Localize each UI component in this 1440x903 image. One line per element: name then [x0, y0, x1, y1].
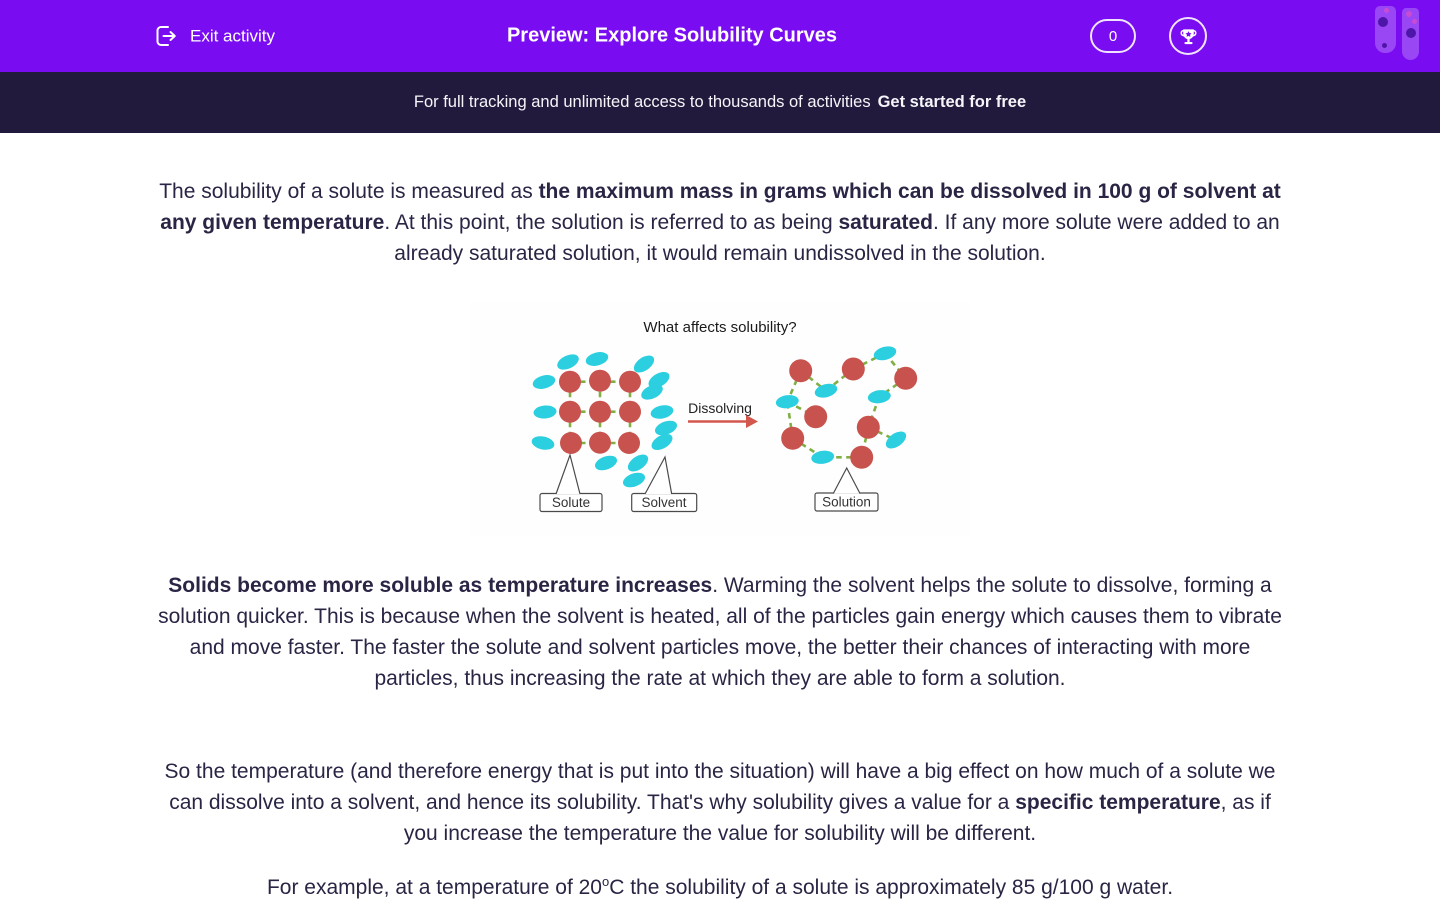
exit-icon — [152, 23, 179, 50]
dissolving-arrow: Dissolving — [688, 400, 758, 428]
solvent-label: Solvent — [641, 495, 686, 510]
solubility-diagram-image: What affects solubility? Dissolving — [470, 303, 970, 535]
score-count: 0 — [1108, 27, 1118, 45]
bubble-dot — [1412, 19, 1417, 24]
bubble-dot — [1384, 8, 1389, 13]
test-tube-icon — [1402, 8, 1419, 60]
paragraph-solubility-definition: The solubility of a solute is measured a… — [159, 180, 1281, 265]
solvent-callout: Solvent — [631, 455, 698, 513]
paragraph-example: For example, at a temperature of 20oC th… — [266, 874, 1174, 899]
solution-solvent-particles — [775, 346, 907, 464]
get-started-link[interactable]: Get started for free — [877, 93, 1027, 111]
solution-label: Solution — [822, 495, 871, 510]
score-badge: 0 — [1090, 19, 1136, 53]
solution-callout: Solution — [814, 466, 879, 512]
exit-activity-label: Exit activity — [190, 26, 276, 45]
promo-message: For full tracking and unlimited access t… — [413, 93, 871, 111]
paragraph-temperature-effect: Solids become more soluble as temperatur… — [158, 574, 1282, 690]
bubble-dot — [1378, 17, 1388, 27]
app-header: Exit activity Preview: Explore Solubilit… — [0, 0, 1440, 72]
page-title: Preview: Explore Solubility Curves — [506, 24, 838, 47]
dissolving-label: Dissolving — [688, 400, 752, 416]
solute-label: Solute — [552, 495, 590, 510]
bubble-dot — [1406, 28, 1416, 38]
paragraph-specific-temperature: So the temperature (and therefore energy… — [164, 760, 1276, 845]
achievements-button[interactable] — [1169, 17, 1207, 55]
solute-callout: Solute — [539, 452, 603, 513]
bubble-dot — [1406, 11, 1412, 17]
bubble-dot — [1382, 43, 1387, 48]
solution-solute-particles — [781, 357, 918, 469]
solvent-particles — [531, 352, 678, 488]
promo-banner: For full tracking and unlimited access t… — [0, 72, 1440, 133]
exit-activity-button[interactable]: Exit activity — [152, 23, 275, 50]
trophy-icon — [1177, 25, 1200, 48]
diagram-title: What affects solubility? — [643, 319, 796, 336]
test-tube-icon — [1375, 6, 1396, 53]
solute-particles — [559, 369, 641, 454]
